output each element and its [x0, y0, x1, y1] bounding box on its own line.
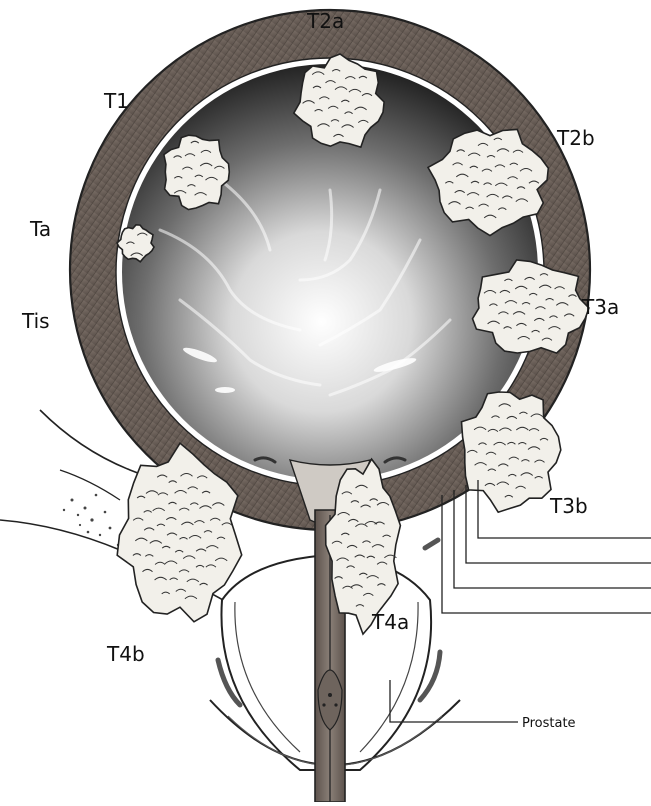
label-t1: T1 [103, 89, 129, 113]
label-t3b: T3b [549, 494, 588, 518]
label-t2a: T2a [306, 9, 344, 33]
label-prostate: Prostate [522, 716, 576, 731]
label-t2b: T2b [556, 126, 595, 150]
label-t3a: T3a [581, 295, 619, 319]
label-ta: Ta [29, 217, 51, 241]
label-tis: Tis [21, 309, 50, 333]
label-t4a: T4a [371, 610, 409, 634]
label-t4b: T4b [106, 642, 145, 666]
